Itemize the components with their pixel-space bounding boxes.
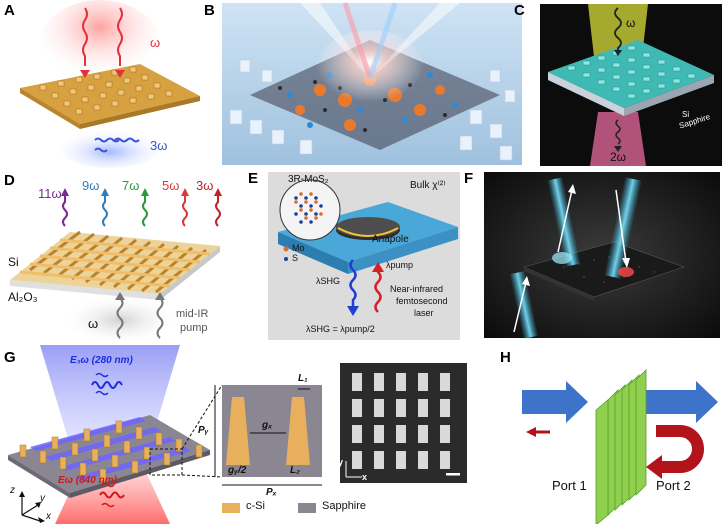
panel-h-illustration <box>496 345 724 524</box>
harmonic-3w: 3ω <box>196 178 213 193</box>
panel-d-label: D <box>4 172 15 189</box>
harmonic-9w: 9ω <box>82 178 99 193</box>
panel-g: G E₃ω (280 nm) Eω (840 nm) z y x L₁ gₓ P… <box>0 345 470 524</box>
lambda-pump-label: λpump <box>386 260 413 270</box>
px-label: Pₓ <box>266 487 277 498</box>
laser-label-line1: Near-infrared <box>390 284 443 294</box>
panel-a-label: A <box>4 2 15 19</box>
panel-e-label: E <box>248 170 258 187</box>
pump-label-line2: pump <box>180 322 208 334</box>
relation-label: λSHG = λpump/2 <box>306 324 375 334</box>
panel-f-illustration <box>484 172 724 340</box>
harmonic-5w: 5ω <box>162 178 179 193</box>
pump-label-line1: mid-IR <box>176 308 208 320</box>
panel-c: C ω 2ω Si Sapphire <box>528 0 724 168</box>
axis-x-label: x <box>46 511 51 522</box>
laser-label-line3: laser <box>414 308 434 318</box>
al2o3-label: Al₂O₃ <box>8 290 38 304</box>
omega3-label: 3ω <box>150 138 167 153</box>
panel-g-illustration <box>0 345 470 524</box>
omega2-label: 2ω <box>610 150 626 164</box>
si-label: Si <box>8 255 19 269</box>
e3w-label: E₃ω (280 nm) <box>70 355 133 366</box>
laser-label-line2: femtosecond <box>396 296 448 306</box>
py-label: Pᵧ <box>198 425 209 436</box>
omega-label: ω <box>626 16 635 30</box>
mo-label: Mo <box>292 243 305 253</box>
gx-label: gₓ <box>262 420 272 431</box>
axis-z-label: z <box>10 485 15 496</box>
gy2-label: gᵧ/2 <box>228 465 246 476</box>
port2-label: Port 2 <box>656 478 691 493</box>
panel-d: D 11ω 9ω 7ω 5ω 3ω Si Al₂O₃ ω mid-IR pump <box>0 170 225 340</box>
harmonic-7w: 7ω <box>122 178 139 193</box>
panel-a-illustration <box>0 0 215 168</box>
anapole-label: Anapole <box>372 234 409 245</box>
legend-csi-label: c-Si <box>246 500 265 512</box>
panel-a: A ω 3ω <box>0 0 215 168</box>
ew-label: Eω (840 nm) <box>58 475 117 486</box>
port1-label: Port 1 <box>552 478 587 493</box>
sem-axis-y-label: y <box>338 457 343 467</box>
lambda-shg-label: λSHG <box>316 276 340 286</box>
l1-label: L₁ <box>298 373 308 384</box>
harmonic-11w: 11ω <box>38 186 62 201</box>
panel-g-label: G <box>4 349 16 366</box>
l2-label: L₂ <box>290 465 300 476</box>
legend-sapphire-label: Sapphire <box>322 500 366 512</box>
omega-label: ω <box>88 316 98 331</box>
axis-y-label: y <box>40 493 45 504</box>
panel-h-label: H <box>500 349 511 366</box>
panel-c-label: C <box>514 2 525 19</box>
sem-axis-x-label: x <box>362 472 367 482</box>
s-label: S <box>292 253 298 263</box>
material-label: 3R-MoS₂ <box>288 174 329 185</box>
omega-label: ω <box>150 35 160 50</box>
bulk-chi-label: Bulk χ⁽²⁾ <box>410 180 446 191</box>
panel-e: E 3R-MoS₂ Bulk χ⁽²⁾ Mo S Anapole λSHG λp… <box>268 172 460 340</box>
panel-f-label: F <box>464 170 473 187</box>
panel-h: H Port 1 Port 2 <box>496 345 724 524</box>
panel-f: F <box>484 172 724 340</box>
